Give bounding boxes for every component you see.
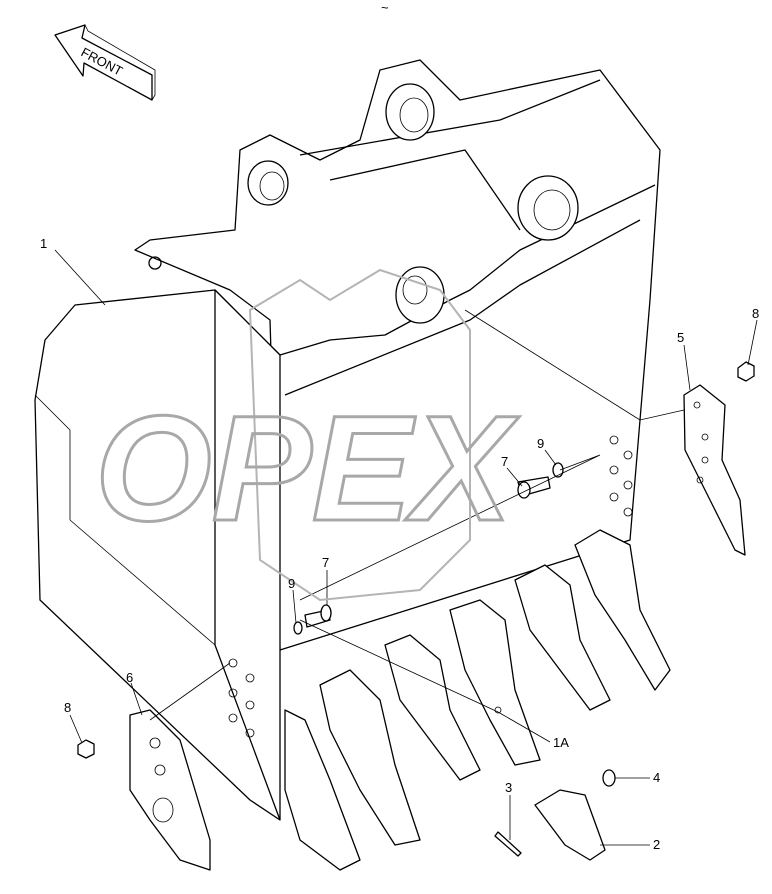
label-9-left: 9 bbox=[288, 576, 295, 591]
label-3: 3 bbox=[505, 780, 512, 795]
front-arrow: FRONT bbox=[54, 24, 156, 101]
svg-text:OPEX: OPEX bbox=[95, 384, 520, 552]
label-6: 6 bbox=[126, 670, 133, 685]
leader-lines bbox=[54, 249, 758, 846]
lock-washer-4 bbox=[602, 769, 616, 787]
label-4: 4 bbox=[653, 770, 660, 785]
label-8-right: 8 bbox=[752, 306, 759, 321]
bucket-body bbox=[34, 59, 661, 821]
label-7-left: 7 bbox=[322, 555, 329, 570]
label-8-left: 8 bbox=[64, 700, 71, 715]
pin-3 bbox=[494, 831, 522, 857]
tooth-point-2 bbox=[534, 789, 606, 861]
opex-watermark: OPEX bbox=[94, 268, 521, 602]
label-9-right: 9 bbox=[537, 436, 544, 451]
top-mark: ~ bbox=[381, 0, 389, 15]
label-1: 1 bbox=[40, 236, 47, 251]
label-5: 5 bbox=[677, 330, 684, 345]
side-cutter-left bbox=[129, 709, 211, 871]
side-cutter-right bbox=[683, 384, 746, 556]
bucket-teeth bbox=[284, 529, 671, 871]
nut-left bbox=[77, 739, 95, 759]
nut-right bbox=[737, 361, 755, 382]
label-1A: 1A bbox=[553, 735, 569, 750]
label-7-right: 7 bbox=[501, 454, 508, 469]
label-2: 2 bbox=[653, 837, 660, 852]
